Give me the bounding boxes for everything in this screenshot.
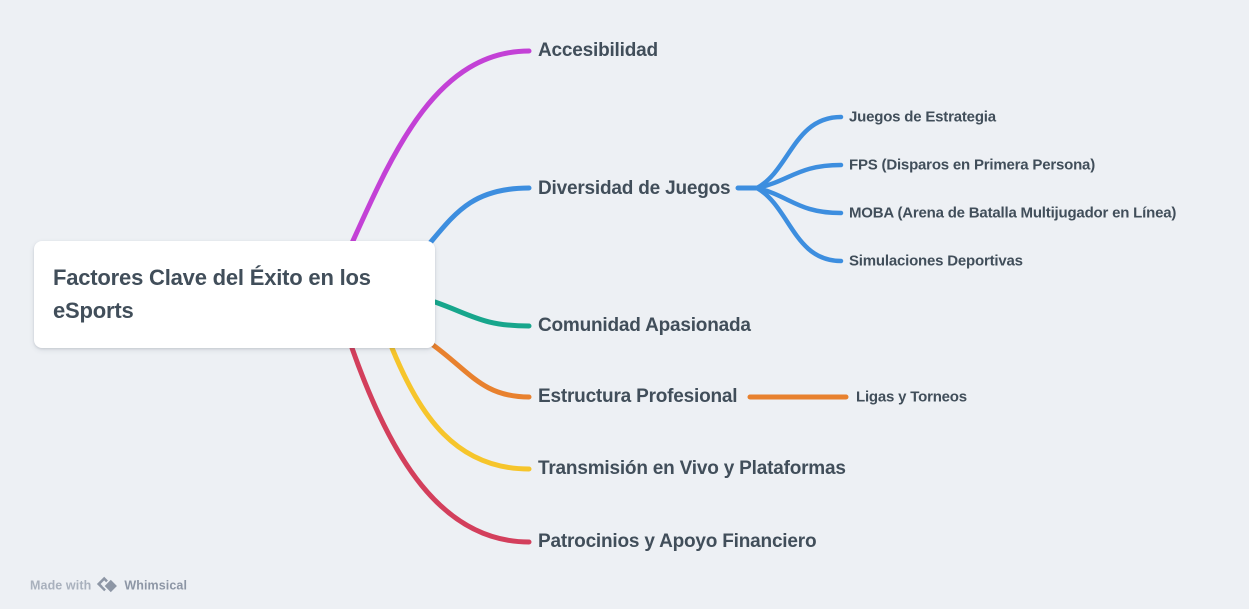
branch-label-accesibilidad[interactable]: Accesibilidad <box>538 40 658 61</box>
whimsical-watermark[interactable]: Made with Whimsical <box>30 576 187 595</box>
child-curve-fps <box>754 162 844 191</box>
child-label-juegos-estrategia[interactable]: Juegos de Estrategia <box>849 108 996 126</box>
whimsical-logo-icon <box>96 576 120 595</box>
root-node[interactable]: Factores Clave del Éxito en los eSports <box>34 241 435 348</box>
branch-label-comunidad[interactable]: Comunidad Apasionada <box>538 315 751 336</box>
watermark-brand-text: Whimsical <box>124 578 188 592</box>
branch-curve-comunidad <box>432 299 532 329</box>
branch-curve-diversidad <box>427 185 532 246</box>
child-label-simulaciones[interactable]: Simulaciones Deportivas <box>849 252 1023 270</box>
branch-curve-accesibilidad <box>349 48 532 246</box>
branch-label-diversidad[interactable]: Diversidad de Juegos <box>538 178 731 199</box>
child-curve-simulaciones <box>754 185 844 264</box>
branch-label-transmision[interactable]: Transmisión en Vivo y Plataformas <box>538 458 846 479</box>
child-label-fps[interactable]: FPS (Disparos en Primera Persona) <box>849 156 1095 174</box>
branch-label-patrocinios[interactable]: Patrocinios y Apoyo Financiero <box>538 531 817 552</box>
branch-curve-estructura <box>430 342 532 400</box>
watermark-made-with-text: Made with <box>30 578 92 592</box>
child-label-moba[interactable]: MOBA (Arena de Batalla Multijugador en L… <box>849 204 1177 222</box>
child-label-ligas-torneos[interactable]: Ligas y Torneos <box>856 388 967 406</box>
branch-curve-patrocinios <box>349 345 532 545</box>
child-curve-moba <box>754 185 844 216</box>
branch-label-estructura[interactable]: Estructura Profesional <box>538 386 738 407</box>
branch-curve-transmision <box>389 345 532 472</box>
child-curve-juegos-estrategia <box>754 114 844 191</box>
